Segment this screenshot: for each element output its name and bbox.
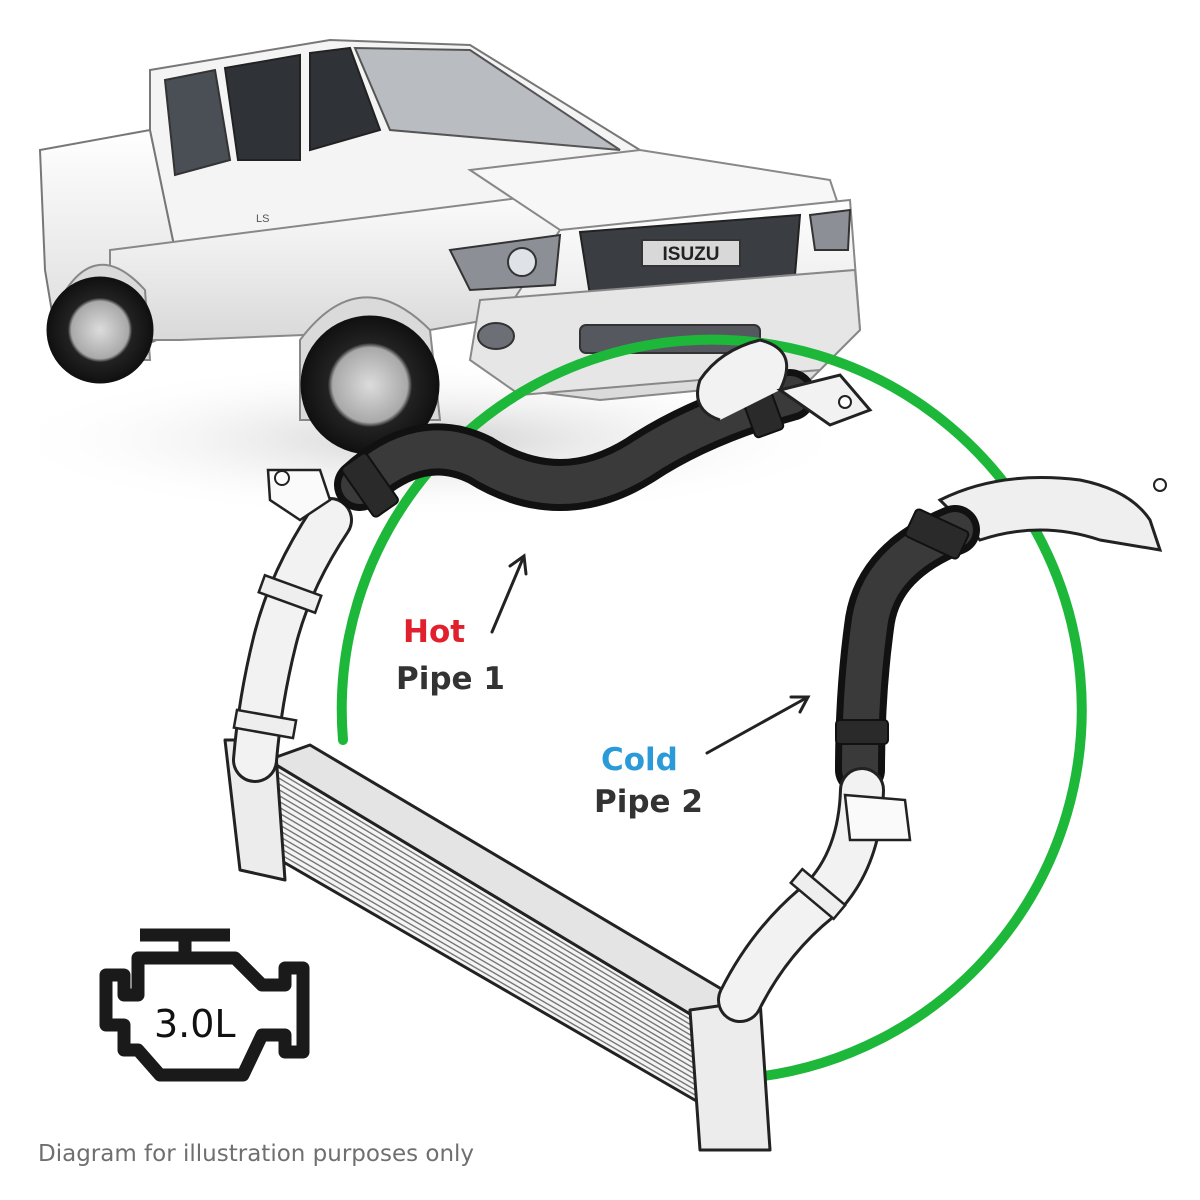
intercooler-fin: [276, 834, 710, 1089]
rear-window: [163, 68, 232, 177]
hot-pipe-alloy-upper: [696, 338, 789, 422]
front-door-window: [309, 46, 382, 152]
headlight-left: [448, 233, 562, 292]
hot-pipe-assembly: [232, 338, 873, 783]
cold-pipe-bracket: [843, 793, 912, 842]
windshield: [353, 46, 621, 151]
disclaimer-text: Diagram for illustration purposes only: [38, 1141, 475, 1167]
brand-badge: ISUZU: [663, 244, 720, 265]
headlight-right: [808, 208, 852, 251]
intercooler-fin: [272, 796, 705, 1055]
intercooler-fin: [275, 821, 708, 1077]
intercooler-fin: [278, 846, 711, 1100]
intercooler-fin: [275, 828, 709, 1083]
intercooler-fin: [274, 815, 708, 1072]
cold-pipe-alloy-upper: [937, 476, 1163, 552]
rear-wheel: [46, 276, 154, 384]
intercooler-fin: [268, 765, 702, 1027]
cold-pipe-arrow: [705, 695, 811, 755]
intercooler-fin: [270, 784, 704, 1044]
pipe1-label: Pipe 1: [396, 661, 505, 697]
intercooler-end-tank-right: [688, 998, 772, 1152]
rear-door-window: [223, 53, 301, 161]
trim-badge: LS: [256, 213, 269, 225]
intercooler-fin: [278, 853, 712, 1105]
intercooler-fin: [269, 771, 702, 1032]
intercooler-fin: [277, 840, 711, 1094]
pipe2-label: Pipe 2: [594, 784, 703, 820]
cold-label: Cold: [601, 742, 678, 778]
fog-light: [477, 322, 515, 350]
highlight-circle: [336, 334, 1087, 1083]
engine-icon: [99, 928, 310, 1082]
intercooler-fin: [271, 790, 705, 1049]
intercooler-fin: [272, 803, 706, 1060]
pickup-truck-illustration: ISUZU LS: [0, 38, 862, 520]
engine-displacement: 3.0L: [154, 1002, 236, 1046]
hot-pipe-arrow: [490, 553, 528, 634]
hot-label: Hot: [403, 614, 466, 650]
intercooler-fin: [269, 778, 703, 1038]
cold-pipe-assembly: [717, 476, 1167, 1023]
intercooler-fin: [273, 809, 707, 1066]
